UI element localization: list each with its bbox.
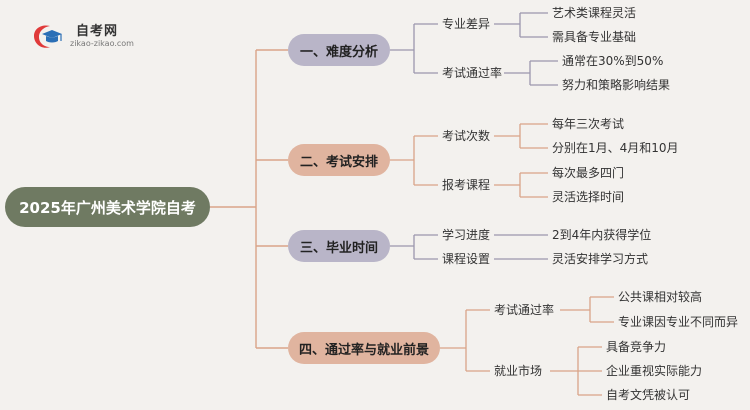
leaf-flexible-time: 灵活选择时间 — [552, 190, 625, 204]
leaf-major-courses-vary: 专业课因专业不同而异 — [618, 315, 739, 329]
leaf-competitive: 具备竞争力 — [606, 340, 667, 354]
leaf-diploma-recognized: 自考文凭被认可 — [606, 388, 691, 402]
leaf-public-courses-higher: 公共课相对较高 — [618, 290, 703, 304]
node-exam-count: 考试次数 — [442, 129, 491, 143]
leaf-effort-strategy: 努力和策略影响结果 — [562, 78, 671, 92]
leaf-pass-rate-range: 通常在30%到50% — [562, 54, 664, 68]
node-exam-pass-rate-2: 考试通过率 — [494, 303, 555, 317]
branch-pass-rate-employment: 四、通过率与就业前景 — [288, 332, 440, 364]
leaf-max-four-courses: 每次最多四门 — [552, 166, 625, 180]
node-register-courses: 报考课程 — [442, 178, 491, 192]
logo-subtitle: zikao-zikao.com — [70, 39, 134, 48]
leaf-practical-ability: 企业重视实际能力 — [606, 364, 703, 378]
node-job-market: 就业市场 — [494, 364, 543, 378]
root-node: 2025年广州美术学院自考 — [5, 187, 210, 227]
branch-graduation-time: 三、毕业时间 — [288, 230, 390, 262]
leaf-need-professional-basis: 需具备专业基础 — [552, 30, 637, 44]
branch-exam-schedule: 二、考试安排 — [288, 144, 390, 176]
logo-mark-icon — [34, 25, 62, 48]
leaf-art-courses-flexible: 艺术类课程灵活 — [552, 6, 637, 20]
branch-difficulty: 一、难度分析 — [288, 34, 390, 66]
logo-title: 自考网 — [76, 24, 119, 39]
node-study-progress: 学习进度 — [442, 228, 491, 242]
node-course-setting: 课程设置 — [442, 252, 491, 266]
leaf-flexible-study: 灵活安排学习方式 — [552, 252, 649, 266]
node-major-difference: 专业差异 — [442, 17, 491, 31]
leaf-three-exams-yearly: 每年三次考试 — [552, 117, 625, 131]
node-exam-pass-rate: 考试通过率 — [442, 66, 503, 80]
leaf-exam-months: 分别在1月、4月和10月 — [552, 141, 679, 155]
leaf-degree-years: 2到4年内获得学位 — [552, 228, 652, 242]
